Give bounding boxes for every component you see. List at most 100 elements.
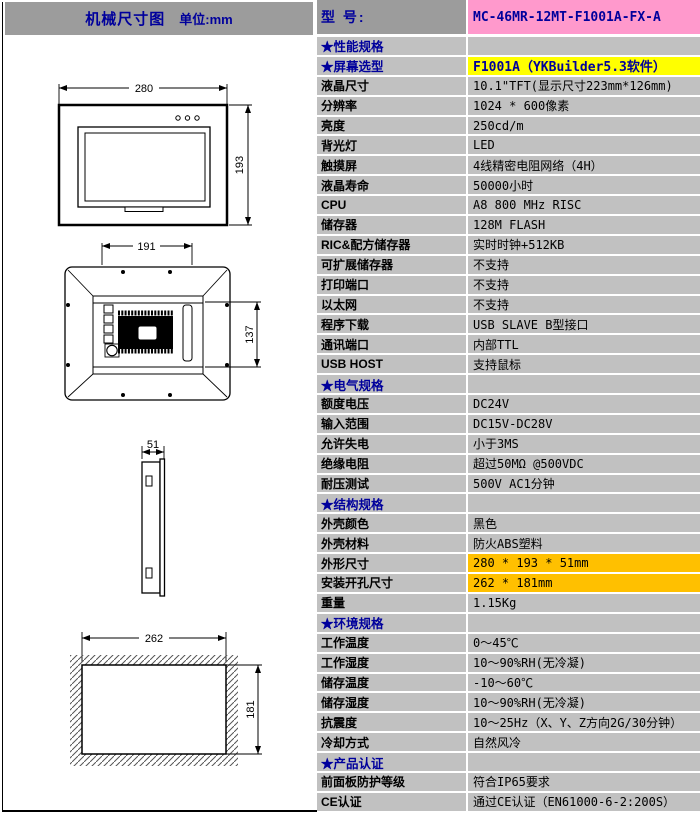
section-row: ★环境规格: [317, 613, 700, 634]
spec-value: 500V AC1分钟: [468, 474, 700, 493]
spec-value: DC15V-DC28V: [468, 414, 700, 433]
spec-value: 超过50MΩ @500VDC: [468, 454, 700, 473]
side-view: 51: [141, 439, 166, 597]
led-indicator-icon: [175, 115, 181, 121]
spec-label: 耐压测试: [317, 474, 468, 493]
spec-value: 实时时钟+512KB: [468, 235, 700, 254]
spec-value: [468, 37, 700, 55]
spec-value: 10～90%RH(无冷凝): [468, 653, 700, 672]
spec-label: 抗震度: [317, 713, 468, 732]
rear-view: 191: [64, 239, 261, 401]
side-depth-dim: 51: [147, 439, 159, 451]
power-connector-icon: [106, 344, 118, 357]
spec-label: ★屏幕选型: [317, 56, 468, 75]
spec-label: ★性能规格: [317, 37, 468, 55]
spec-label: 以太网: [317, 295, 468, 314]
spec-value: [468, 613, 700, 632]
spec-label: ★结构规格: [317, 494, 468, 513]
spec-value: 1024 * 600像素: [468, 96, 700, 115]
spec-label: CE认证: [317, 792, 468, 811]
model-row: 型 号: MC-46MR-12MT-F1001A-FX-A: [317, 0, 700, 37]
spec-row: 允许失电小于3MS: [317, 434, 700, 455]
spec-label: 外壳材料: [317, 534, 468, 553]
rear-width-dim: 191: [137, 241, 155, 253]
spec-value: USB SLAVE B型接口: [468, 315, 700, 334]
spec-value: [468, 494, 700, 513]
spec-label: 允许失电: [317, 434, 468, 453]
front-width-dim: 280: [135, 83, 153, 95]
spec-value: -10～60℃: [468, 673, 700, 692]
drawing-title-bar: 机械尺寸图 单位:mm: [5, 2, 313, 35]
spec-label: 绝缘电阻: [317, 454, 468, 473]
terminal-block: [103, 304, 114, 344]
spec-value: 10.1"TFT(显示尺寸223mm*126mm): [468, 76, 700, 95]
spec-label: 工作温度: [317, 633, 468, 652]
spec-label: 工作湿度: [317, 653, 468, 672]
spec-value: 符合IP65要求: [468, 772, 700, 791]
led-indicator-icon: [184, 115, 191, 121]
spec-row: 外壳颜色黑色: [317, 514, 700, 535]
panel-left-border: [2, 2, 3, 810]
spec-value: A8 800 MHz RISC: [468, 196, 700, 215]
spec-row: 外壳材料防火ABS塑料: [317, 534, 700, 555]
spec-value: 不支持: [468, 295, 700, 314]
mechanical-panel: 280 193 191: [0, 0, 318, 813]
spec-label: 打印端口: [317, 275, 468, 294]
unit-label: 单位:mm: [179, 12, 233, 27]
spec-value: DC24V: [468, 395, 700, 413]
cutout-height-dim: 181: [245, 700, 257, 718]
spec-value: 280 * 193 * 51mm: [468, 554, 700, 573]
spec-value: 支持鼠标: [468, 355, 700, 374]
section-row: ★电气规格: [317, 375, 700, 396]
spec-value: [468, 753, 700, 771]
front-view: 280 193: [57, 81, 252, 227]
spec-label: CPU: [317, 196, 468, 215]
spec-label: 分辨率: [317, 96, 468, 115]
spec-label: 亮度: [317, 116, 468, 135]
spec-value: 不支持: [468, 275, 700, 294]
spec-label: RIC&配方储存器: [317, 235, 468, 254]
spec-value: 10～25Hz（X、Y、Z方向2G/30分钟）: [468, 713, 700, 732]
spec-row: 前面板防护等级符合IP65要求: [317, 772, 700, 793]
spec-label: ★产品认证: [317, 753, 468, 771]
spec-label: 储存湿度: [317, 693, 468, 712]
spec-label: 储存温度: [317, 673, 468, 692]
spec-label: 安装开孔尺寸: [317, 574, 468, 592]
front-height-dim: 193: [234, 156, 246, 174]
panel-cutout-view: 262 181: [70, 631, 262, 766]
spec-value: F1001A（YKBuilder5.3软件）: [468, 56, 700, 75]
spec-label: 可扩展储存器: [317, 255, 468, 274]
spec-value: 通过CE认证（EN61000-6-2:200S）: [468, 792, 700, 811]
model-label: 型 号:: [317, 0, 468, 34]
spec-value: 防火ABS塑料: [468, 534, 700, 553]
spec-value: 50000小时: [468, 176, 700, 195]
spec-row: 冷却方式自然风冷: [317, 733, 700, 754]
spec-table: 型 号: MC-46MR-12MT-F1001A-FX-A ★性能规格★屏幕选型…: [317, 0, 700, 813]
spec-value: 1.15Kg: [468, 593, 700, 612]
section-row: ★产品认证: [317, 753, 700, 773]
spec-value: 10～90%RH(无冷凝): [468, 693, 700, 712]
spec-label: 输入范围: [317, 414, 468, 433]
spec-label: 储存器: [317, 216, 468, 234]
spec-row: RIC&配方储存器实时时钟+512KB: [317, 235, 700, 256]
spec-label: 重量: [317, 593, 468, 612]
panel-bottom-border: [2, 810, 318, 812]
spec-label: 通讯端口: [317, 335, 468, 354]
drawing-title: 机械尺寸图: [85, 11, 166, 28]
